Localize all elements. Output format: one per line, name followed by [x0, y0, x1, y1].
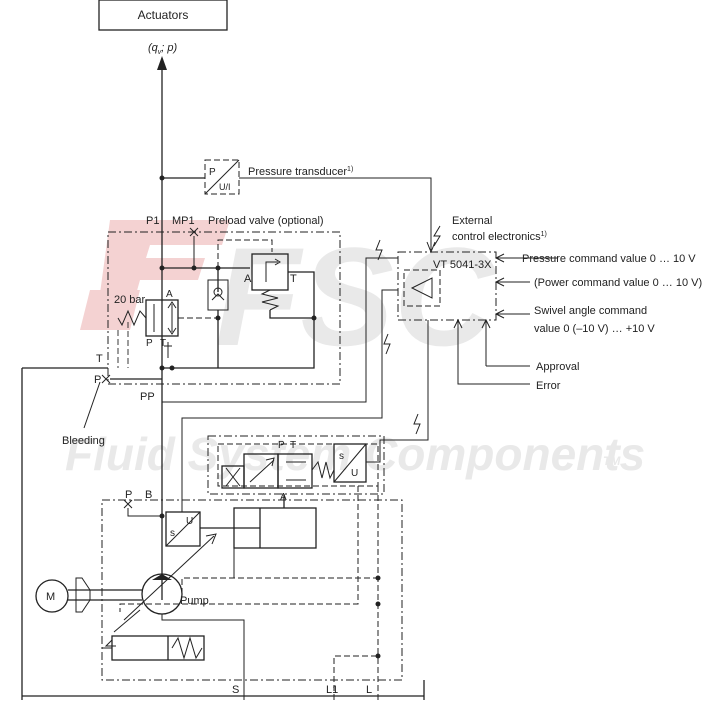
- su2-u-label: U: [351, 468, 358, 479]
- mp1-test-point: [189, 227, 199, 237]
- error-label: Error: [536, 380, 561, 392]
- preload-block-boundary: [107, 231, 341, 385]
- prop-valve-spring: [311, 460, 335, 480]
- bleeding-point: [101, 374, 111, 384]
- watermark-tm: TM: [603, 454, 621, 468]
- control-electronics-label: control electronics1): [452, 231, 547, 243]
- transducer-p-label: P: [209, 167, 216, 178]
- preload-valve-label: Preload valve (optional): [208, 215, 324, 227]
- motor-symbol: [35, 579, 69, 613]
- approval-label: Approval: [536, 361, 579, 373]
- preload-port-t-label: T: [290, 273, 297, 285]
- port-t-left-label: T: [96, 353, 103, 365]
- vt-controller-box: [397, 251, 497, 321]
- port-s-label: S: [232, 684, 239, 696]
- prop-port-p-label: P: [278, 440, 285, 451]
- pump-block-boundary: [101, 499, 403, 681]
- su-converter-2: [333, 443, 367, 483]
- su1-s-label: s: [170, 528, 175, 539]
- valve-20bar-spring: [117, 309, 147, 327]
- motor-label: M: [46, 591, 55, 603]
- transducer-signal-line: [239, 177, 432, 250]
- p1-label: P1: [146, 215, 159, 227]
- port-p-left-label: P: [94, 374, 101, 386]
- pressure-transducer-label: Pressure transducer1): [248, 166, 353, 178]
- pump-port-p-label: P: [125, 489, 132, 501]
- motor-shaft: [68, 589, 142, 601]
- swivel-feedback-line: [181, 289, 398, 512]
- valve-port-t-label: T: [160, 338, 166, 349]
- port-l1-label: L1: [326, 684, 338, 696]
- transducer-ui-label: U/I: [219, 182, 231, 192]
- stroke-spring: [171, 636, 203, 660]
- valve-port-p-label: P: [146, 338, 153, 349]
- su1-u-label: U: [186, 516, 193, 527]
- preload-port-a-label: A: [244, 273, 252, 285]
- external-label: External: [452, 215, 492, 227]
- pump-label: Pump: [180, 595, 209, 607]
- prop-valve-pos2: [277, 453, 313, 489]
- actuators-box: [98, 0, 228, 31]
- preload-spring: [260, 289, 280, 311]
- valve-port-a-label: A: [166, 289, 173, 300]
- prop-port-t-label: T: [290, 440, 296, 451]
- bleeding-pointer: [83, 381, 101, 429]
- flow-pressure-label: (qv; p): [148, 42, 178, 56]
- pp-label: PP: [140, 391, 155, 403]
- pump-swivel-arrow: [123, 535, 215, 621]
- proportional-valve-block: [207, 435, 385, 495]
- swivel-cmd-label-1: Swivel angle command: [534, 305, 647, 317]
- valve-control-line: [366, 320, 429, 463]
- controller-amp-symbol: [403, 269, 441, 307]
- vt-label: VT 5041-3X: [433, 259, 492, 271]
- port-l-label: L: [366, 684, 372, 696]
- swivel-cmd-label-2: value 0 (–10 V) … +10 V: [534, 323, 655, 335]
- power-cmd-label: (Power command value 0 … 10 V)2): [534, 277, 702, 289]
- watermark-logo-text: FSC: [215, 218, 497, 375]
- actuators-label: Actuators: [138, 8, 189, 22]
- watermark-logo: FSC: [80, 218, 497, 375]
- su2-s-label: s: [339, 451, 344, 462]
- su-converter-1: [165, 511, 201, 547]
- mp1-label: MP1: [172, 215, 195, 227]
- pressure-arrow-up: [157, 56, 167, 70]
- bleeding-label: Bleeding: [62, 435, 105, 447]
- pressure-transducer-symbol: [204, 159, 240, 195]
- pressure-cmd-label: Pressure command value 0 … 10 V: [522, 253, 696, 265]
- bar20-label: 20 bar: [114, 294, 146, 306]
- pump-port-b-label: B: [145, 489, 152, 501]
